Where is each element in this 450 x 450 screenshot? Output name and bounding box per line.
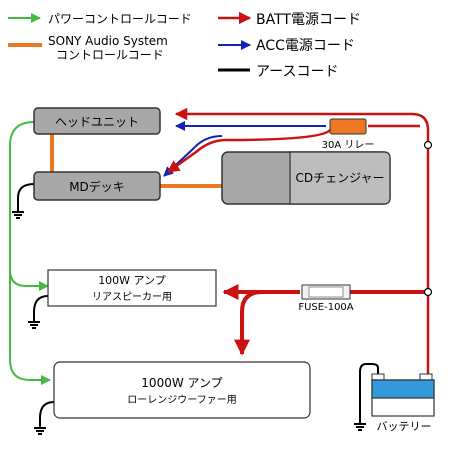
md-deck: MDデッキ: [33, 171, 161, 201]
legend-power-control-label: パワーコントロールコード: [48, 12, 192, 26]
battery-label: バッテリー: [377, 420, 432, 433]
earth-wires: [12, 183, 379, 435]
amp-rear-subtitle: リアスピーカー用: [92, 291, 172, 303]
legend-acc-label: ACC電源コード: [256, 38, 355, 54]
head-unit: ヘッドユニット: [33, 107, 161, 135]
legend-batt-label: BATT電源コード: [256, 12, 361, 28]
junction-node-mid: [423, 287, 433, 297]
batt-wires: [166, 107, 430, 378]
acc-wires: [163, 121, 326, 177]
legend-sony-audio-label-1: SONY Audio System: [48, 34, 168, 48]
amp-rear-title: 100W アンプ: [98, 274, 166, 287]
relay-label: 30A リレー: [322, 140, 375, 151]
legend-sony-audio-label-2: コントロールコード: [56, 48, 164, 62]
md-deck-label: MDデッキ: [69, 179, 125, 194]
amp-low-title: 1000W アンプ: [141, 376, 222, 390]
legend-earth-label: アースコード: [256, 64, 338, 80]
amp-low-subtitle: ローレンジウーファー用: [127, 394, 236, 406]
relay: 30A リレー: [322, 118, 375, 151]
batt-main-wires: [222, 284, 428, 356]
fuse: FUSE-100A: [298, 284, 354, 313]
sony-audio-wires: [50, 132, 222, 188]
cd-changer: CDチェンジャー: [221, 151, 391, 205]
battery: バッテリー: [371, 373, 435, 433]
legend: パワーコントロールコード SONY Audio System コントロールコード…: [8, 11, 361, 80]
cd-changer-label: CDチェンジャー: [295, 171, 384, 185]
power-control-wires: [9, 121, 51, 385]
amp-rear: 100W アンプ リアスピーカー用: [47, 269, 217, 307]
head-unit-label: ヘッドユニット: [55, 115, 139, 129]
junction-node-top: [423, 140, 433, 150]
fuse-label: FUSE-100A: [298, 302, 353, 313]
amp-low: 1000W アンプ ローレンジウーファー用: [53, 361, 311, 419]
